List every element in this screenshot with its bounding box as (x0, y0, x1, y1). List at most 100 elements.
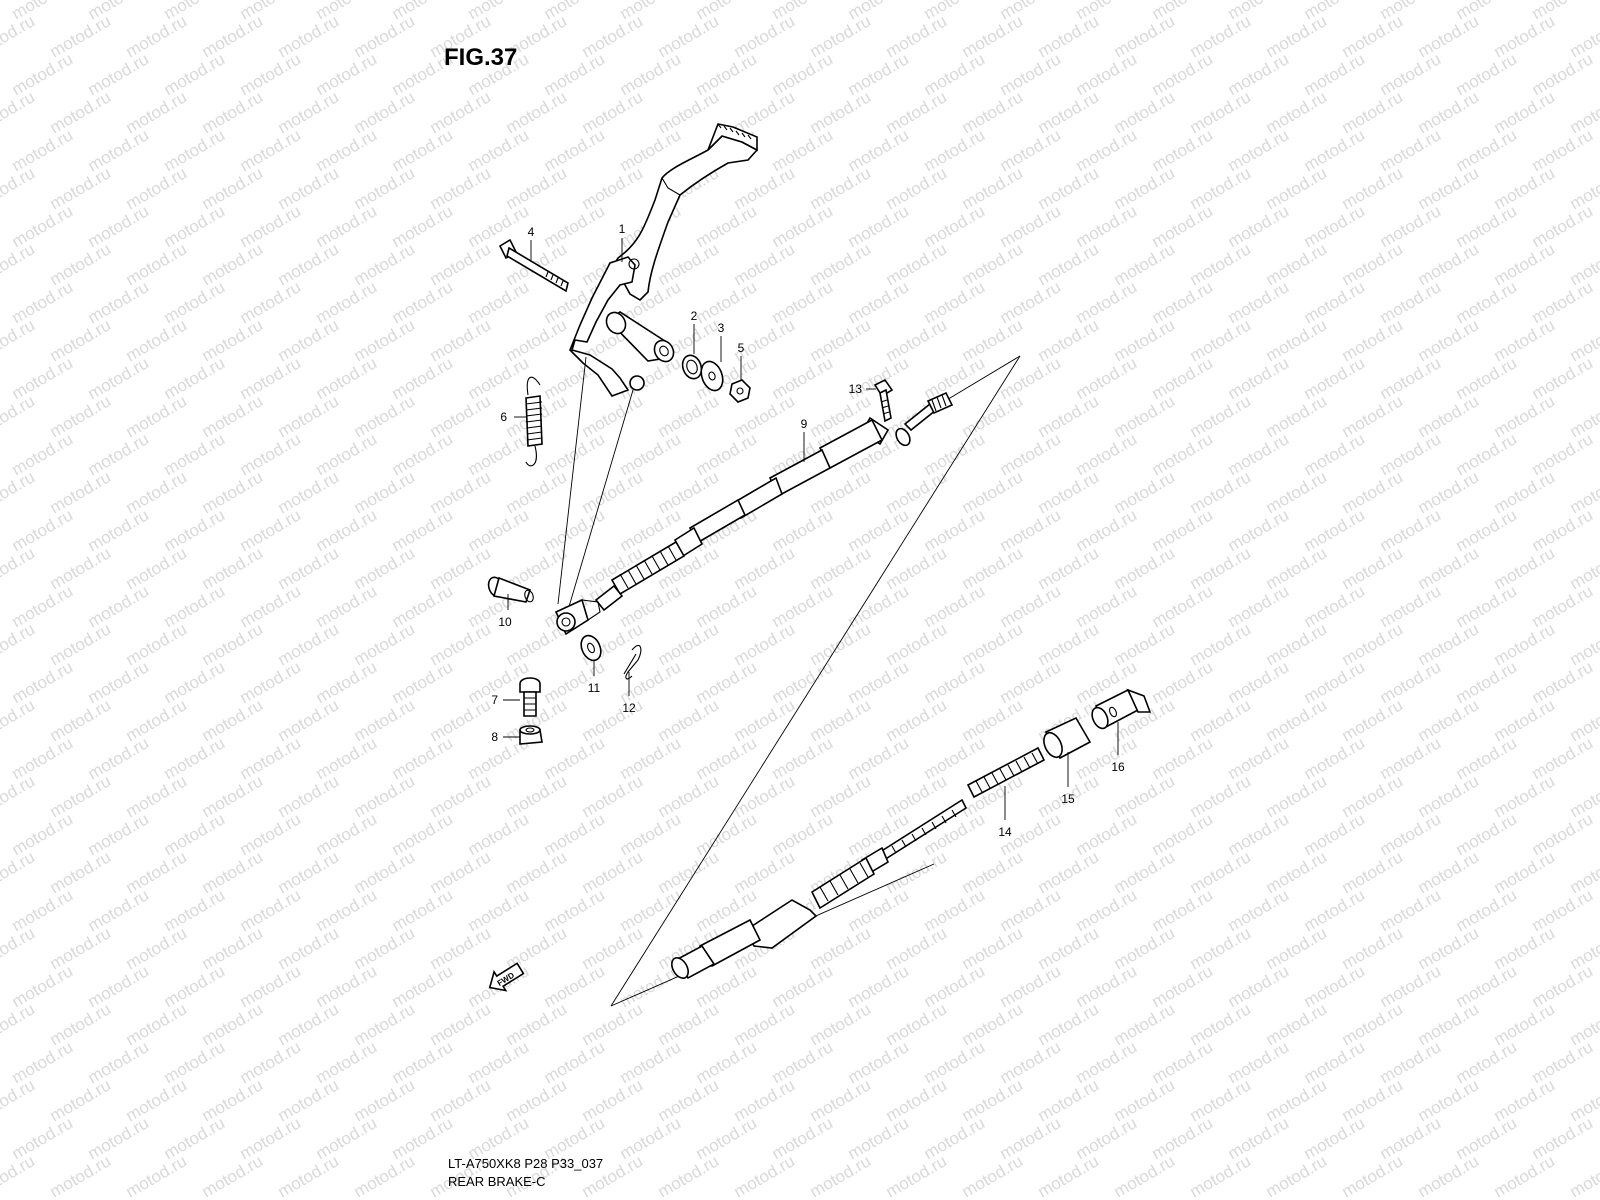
watermark-text: motod.ru (1035, 87, 1103, 137)
brake-cable-rear[interactable] (668, 798, 968, 981)
cable-spring[interactable] (966, 746, 1046, 799)
watermark-text: motod.ru (1073, 201, 1141, 251)
watermark-text: motod.ru (1377, 505, 1445, 555)
watermark-text: motod.ru (1415, 391, 1483, 441)
watermark-text: motod.ru (1149, 809, 1217, 859)
watermark-text: motod.ru (1035, 467, 1103, 517)
brake-pedal[interactable] (569, 123, 759, 397)
pedal-bolt[interactable] (498, 238, 569, 293)
watermark-text: motod.ru (313, 353, 381, 403)
watermark-text: motod.ru (807, 695, 875, 745)
washer[interactable] (679, 353, 704, 382)
watermark-text: motod.ru (123, 467, 191, 517)
watermark-text: motod.ru (9, 657, 77, 707)
watermark-text: motod.ru (199, 1151, 267, 1200)
watermark-text: motod.ru (693, 581, 761, 631)
watermark-text: motod.ru (1263, 923, 1331, 973)
brake-cable[interactable] (594, 391, 954, 612)
watermark-text: motod.ru (1529, 581, 1597, 631)
washer-3[interactable] (577, 632, 604, 663)
watermark-text: motod.ru (579, 87, 647, 137)
watermark-text: motod.ru (1491, 163, 1559, 213)
callout-15: 15 (1061, 792, 1075, 806)
watermark-text: motod.ru (807, 163, 875, 213)
watermark-text: motod.ru (1225, 353, 1293, 403)
watermark-text: motod.ru (1111, 1075, 1179, 1125)
watermark-text: motod.ru (389, 885, 457, 935)
bracket-bolt[interactable] (873, 378, 894, 423)
watermark-text: motod.ru (161, 353, 229, 403)
watermark-text: motod.ru (1491, 771, 1559, 821)
watermark-text: motod.ru (1035, 1075, 1103, 1125)
watermark-text: motod.ru (0, 619, 38, 669)
watermark-text: motod.ru (1111, 315, 1179, 365)
watermark-text: motod.ru (1187, 87, 1255, 137)
watermark-text: motod.ru (769, 581, 837, 631)
watermark-text: motod.ru (883, 163, 951, 213)
watermark-text: motod.ru (313, 809, 381, 859)
watermark-text: motod.ru (1111, 163, 1179, 213)
watermark-text: motod.ru (655, 11, 723, 61)
watermark-text: motod.ru (47, 467, 115, 517)
clevis-pin[interactable] (486, 575, 535, 603)
watermark-text: motod.ru (389, 505, 457, 555)
watermark-text: motod.ru (9, 961, 77, 1011)
watermark-text: motod.ru (807, 543, 875, 593)
watermark-text: motod.ru (199, 923, 267, 973)
watermark-text: motod.ru (199, 695, 267, 745)
nut[interactable] (729, 379, 751, 403)
cable-joint-2[interactable] (1040, 716, 1092, 760)
watermark-text: motod.ru (1377, 429, 1445, 479)
watermark-text: motod.ru (883, 619, 951, 669)
watermark-text: motod.ru (845, 277, 913, 327)
watermark-text: motod.ru (85, 1037, 153, 1087)
watermark-text: motod.ru (123, 923, 191, 973)
return-spring[interactable] (525, 376, 543, 467)
watermark-text: motod.ru (845, 657, 913, 707)
watermark-text: motod.ru (1415, 923, 1483, 973)
watermark-text: motod.ru (541, 125, 609, 175)
watermark-text: motod.ru (427, 163, 495, 213)
watermark-text: motod.ru (883, 923, 951, 973)
watermark-text: motod.ru (1225, 885, 1293, 935)
watermark-text: motod.ru (1529, 125, 1597, 175)
watermark-text: motod.ru (85, 1113, 153, 1163)
watermark-text: motod.ru (1491, 467, 1559, 517)
watermark-text: motod.ru (541, 961, 609, 1011)
callout-16: 16 (1111, 760, 1125, 774)
watermark-text: motod.ru (1453, 49, 1521, 99)
watermark-text: motod.ru (1149, 733, 1217, 783)
watermark-text: motod.ru (47, 999, 115, 1049)
watermark-text: motod.ru (0, 999, 38, 1049)
watermark-text: motod.ru (1339, 999, 1407, 1049)
cable-joint[interactable] (1089, 688, 1152, 731)
watermark-text: motod.ru (1301, 505, 1369, 555)
watermark-text: motod.ru (1225, 733, 1293, 783)
watermark-text: motod.ru (1339, 1075, 1407, 1125)
watermark-text: motod.ru (655, 467, 723, 517)
watermark-text: motod.ru (1301, 353, 1369, 403)
watermark-text: motod.ru (769, 277, 837, 327)
adjust-bolt[interactable] (519, 677, 541, 717)
watermark-text: motod.ru (389, 809, 457, 859)
watermark-text: motod.ru (883, 87, 951, 137)
watermark-text: motod.ru (1149, 505, 1217, 555)
watermark-text: motod.ru (161, 125, 229, 175)
adjust-nut[interactable] (519, 725, 543, 745)
cotter-pin[interactable] (623, 645, 642, 680)
watermark-text: motod.ru (85, 657, 153, 707)
watermark-text: motod.ru (1225, 49, 1293, 99)
watermark-text: motod.ru (807, 1151, 875, 1200)
cable-clevis[interactable] (554, 598, 601, 636)
watermark-text: motod.ru (1415, 239, 1483, 289)
watermark-text: motod.ru (655, 619, 723, 669)
watermark-text: motod.ru (123, 543, 191, 593)
watermark-text: motod.ru (1263, 391, 1331, 441)
watermark-text: motod.ru (1111, 771, 1179, 821)
watermark-text: motod.ru (237, 961, 305, 1011)
watermark-text: motod.ru (427, 315, 495, 365)
watermark-text: motod.ru (85, 505, 153, 555)
watermark-text: motod.ru (313, 657, 381, 707)
watermark-text: motod.ru (427, 771, 495, 821)
washer-2[interactable] (697, 358, 726, 393)
